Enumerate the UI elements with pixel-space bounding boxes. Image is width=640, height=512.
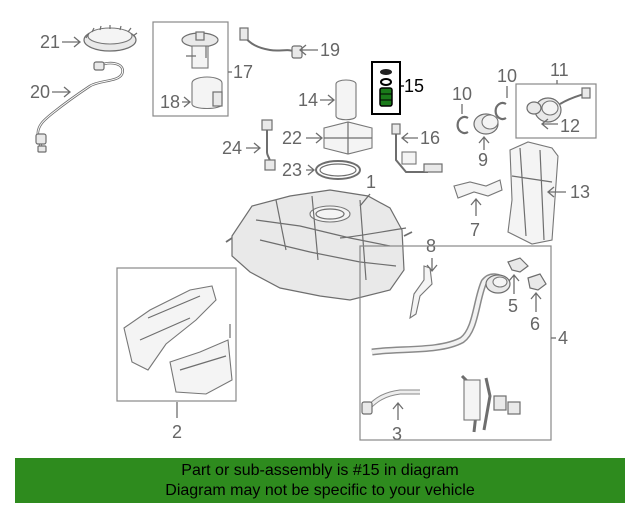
box-11-vent-assembly	[515, 83, 597, 139]
part-24-connector-wire[interactable]	[261, 119, 276, 171]
callout-19[interactable]: 19	[320, 40, 340, 60]
callout-15[interactable]: 15	[404, 76, 424, 96]
part-10-clamp-left[interactable]	[456, 115, 469, 135]
part-6-clamp[interactable]	[527, 273, 547, 291]
part-3-breather-hose[interactable]	[361, 389, 420, 415]
part-20-tube[interactable]	[35, 61, 124, 153]
callout-2[interactable]: 2	[172, 422, 182, 442]
callout-12[interactable]: 12	[560, 116, 580, 136]
box-2-undercover	[116, 267, 237, 402]
box-17-pump-assembly	[152, 21, 229, 117]
part-12-grommet[interactable]	[526, 101, 542, 115]
callout-1[interactable]: 1	[366, 172, 376, 192]
part-21-lock-ring[interactable]	[83, 25, 138, 52]
callout-5[interactable]: 5	[508, 296, 518, 316]
banner-line-2: Diagram may not be specific to your vehi…	[165, 482, 475, 499]
part-11-vent-hose[interactable]	[534, 87, 591, 123]
part-23-gasket[interactable]	[315, 160, 361, 180]
box-4-filler-pipe	[359, 245, 552, 441]
callout-13[interactable]: 13	[570, 182, 590, 202]
callout-22[interactable]: 22	[282, 128, 302, 148]
part-7-bracket[interactable]	[453, 179, 503, 199]
part-16-fuel-level-sender[interactable]	[391, 123, 443, 173]
callout-18[interactable]: 18	[160, 92, 180, 112]
callout-7[interactable]: 7	[470, 220, 480, 240]
banner-line-1: Part or sub-assembly is #15 in diagram	[181, 462, 459, 479]
part-10-clamp-right[interactable]	[494, 101, 507, 121]
part-5-clip[interactable]	[507, 257, 529, 273]
part-9-filler-hose[interactable]	[473, 113, 499, 135]
part-13-heat-shield[interactable]	[507, 141, 559, 245]
callout-11[interactable]: 11	[550, 60, 569, 80]
part-2-tank-undercover[interactable]	[123, 285, 233, 395]
part-18-pump-filter[interactable]	[191, 76, 223, 110]
callout-23[interactable]: 23	[282, 160, 302, 180]
callout-16[interactable]: 16	[420, 128, 440, 148]
callout-10-right[interactable]: 10	[497, 66, 517, 86]
part-22-pump-bracket[interactable]	[323, 121, 373, 155]
part-4-filler-pipe[interactable]	[371, 273, 521, 433]
part-19-wire-harness[interactable]	[239, 27, 303, 59]
callout-6[interactable]: 6	[530, 314, 540, 334]
part-1-fuel-tank[interactable]	[225, 189, 413, 301]
callout-3[interactable]: 3	[392, 424, 402, 444]
callout-9[interactable]: 9	[478, 150, 488, 170]
callout-10-left[interactable]: 10	[452, 84, 472, 104]
info-banner: Part or sub-assembly is #15 in diagram D…	[15, 458, 625, 503]
part-8-support-bracket[interactable]	[409, 265, 433, 320]
callout-21[interactable]: 21	[40, 32, 60, 52]
callout-20[interactable]: 20	[30, 82, 50, 102]
callout-14[interactable]: 14	[298, 90, 318, 110]
callout-24[interactable]: 24	[222, 138, 242, 158]
part-17-fuel-pump-module[interactable]	[181, 31, 219, 69]
callout-17[interactable]: 17	[233, 62, 253, 82]
part-15-highlighted[interactable]	[371, 61, 401, 115]
part-14-canister[interactable]	[335, 79, 357, 121]
callout-4[interactable]: 4	[558, 328, 568, 348]
